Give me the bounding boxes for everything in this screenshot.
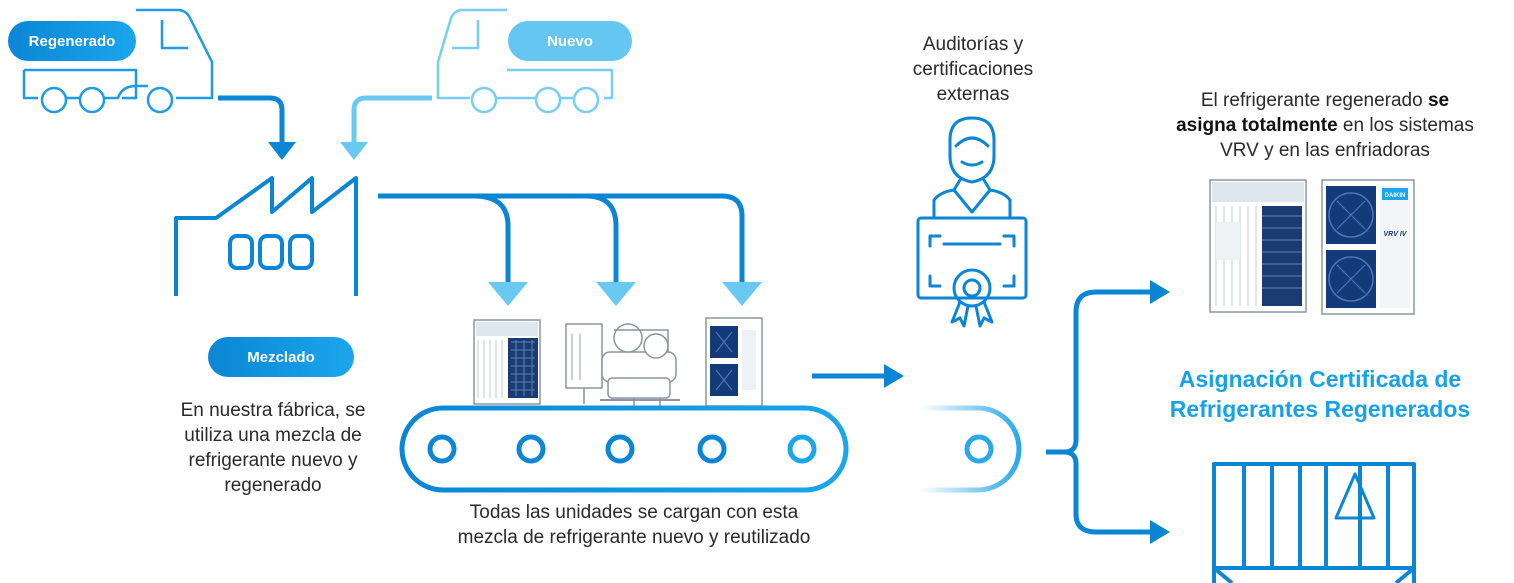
vrv-unit-icon (473, 319, 541, 405)
factory-caption-line: regenerado (224, 475, 322, 496)
factory-caption: En nuestra fábrica, se utiliza una mezcl… (150, 398, 396, 498)
truck-regenerated-icon (22, 8, 214, 114)
factory-caption-line: utiliza una mezcla de (184, 425, 362, 446)
regenerated-pill: Regenerado (8, 21, 136, 61)
distribution-arrows (378, 193, 762, 306)
outdoor-unit-icon (705, 317, 763, 407)
chiller-container-icon (1212, 462, 1416, 583)
truck-new-icon (436, 8, 614, 114)
new-pill: Nuevo (508, 21, 632, 61)
certified-title: Asignación Certificada de Refrigerantes … (1140, 364, 1500, 424)
factory-caption-line: refrigerante nuevo y (188, 450, 358, 471)
conveyor-caption-line: mezcla de refrigerante nuevo y reutiliza… (457, 527, 811, 548)
assign-caption: El refrigerante regenerado se asigna tot… (1150, 88, 1500, 163)
audit-caption: Auditorías y certificaciones externas (880, 32, 1066, 107)
arrows-to-outputs (1046, 280, 1170, 544)
conveyor-belt-icon (399, 405, 849, 493)
conveyor-caption-line: Todas las unidades se cargan con esta (469, 502, 799, 523)
assign-caption-bold: asigna totalmente (1176, 115, 1338, 136)
audit-caption-line: certificaciones (912, 59, 1034, 80)
assign-caption-bold: se (1427, 90, 1450, 111)
assign-caption-text: El refrigerante regenerado (1200, 90, 1428, 111)
audit-caption-line: Auditorías y (922, 34, 1024, 55)
conveyor-caption: Todas las unidades se cargan con esta me… (394, 500, 874, 550)
certified-title-line: Asignación Certificada de (1178, 366, 1462, 392)
mixed-pill: Mezclado (208, 337, 354, 377)
auditor-certificate-icon (916, 116, 1028, 328)
conveyor-belt-continuation (920, 405, 1022, 493)
vrv-units-icon: DAIKIN VRV IV (1209, 179, 1415, 315)
model-badge: VRV IV (1384, 231, 1408, 238)
arrow-to-audit (812, 364, 904, 388)
arrow-regenerated-to-factory (218, 95, 296, 160)
chiller-icon (565, 323, 680, 406)
assign-caption-text: en los sistemas (1337, 115, 1474, 136)
brand-badge: DAIKIN (1385, 193, 1406, 199)
assign-caption-text: VRV y en las enfriadoras (1220, 140, 1430, 161)
audit-caption-line: externas (936, 84, 1010, 105)
factory-icon (174, 176, 358, 296)
arrow-new-to-factory (340, 95, 432, 160)
certified-title-line: Refrigerantes Regenerados (1169, 396, 1471, 422)
factory-caption-line: En nuestra fábrica, se (180, 400, 366, 421)
